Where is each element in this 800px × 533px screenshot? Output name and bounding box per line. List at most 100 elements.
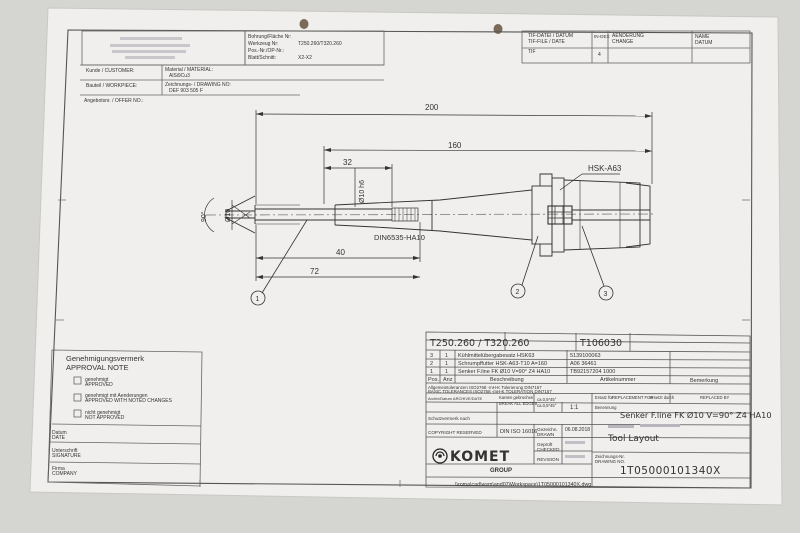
- bom-desc-3: Kühlmittelübergabesatz HSK63: [458, 353, 534, 359]
- bom-art-2: A06 36461: [570, 361, 597, 367]
- drawn-label: DRAWN: [537, 432, 554, 437]
- bom-pos-2: 2: [430, 361, 433, 367]
- angebot-label: Angebotsnr. / OFFER NO.:: [84, 98, 143, 104]
- bauteil-label: Bauteil / WORKPIECE:: [86, 83, 137, 89]
- break-edges-value: ca.0,5*45°: [537, 403, 557, 408]
- svg-text:1: 1: [445, 353, 448, 359]
- break-edges-label: BREAK ALL EDGES: [499, 401, 537, 406]
- approval-title-en: APPROVAL NOTE: [66, 363, 129, 372]
- tif-datei: TIF-DATEI / DATUM: [528, 33, 573, 39]
- bohrung-label: Bohrung/Fläche Nr:: [248, 34, 291, 40]
- tool-number: T250.260 / T320.260: [429, 338, 529, 349]
- approved-label: genehmigt: [85, 377, 109, 383]
- t-number: T106030: [579, 338, 622, 349]
- kunde-label: Kunde / CUSTOMER:: [86, 68, 135, 74]
- approval-title: Genehmigungsvermerk: [66, 354, 144, 363]
- bom-header-pos: Pos.: [428, 377, 439, 383]
- datum-label: DATUM: [695, 40, 712, 46]
- company-label: Firma: [52, 466, 65, 472]
- geprueft-label: Geprüft: [537, 442, 553, 447]
- tool-layout-title: Tool Layout: [607, 434, 659, 444]
- dim-d10: Ø10: [225, 209, 232, 222]
- balloon-1: 1: [256, 296, 260, 303]
- drawing-number: 1T05000101340X: [620, 465, 721, 477]
- approved-changes-label: genehmigt mit Aenderungen: [85, 393, 148, 399]
- arrowheads: [256, 112, 652, 279]
- werkzeug-value: T250.260/T320.260: [298, 41, 342, 47]
- balloon-3-circle: [598, 285, 614, 301]
- komet-logo: KOMET GROUP: [432, 448, 512, 474]
- hsk-label: HSK-A63: [588, 164, 622, 173]
- balloon-2-circle: [510, 283, 526, 299]
- checked-label: CHECKED: [537, 447, 560, 452]
- bom-pos-1: 1: [430, 369, 433, 375]
- dim-160: 160: [448, 141, 462, 150]
- bom-header-bem: Bemerkung: [690, 378, 718, 384]
- ersetzt-label: ersetzt durch: [650, 395, 675, 400]
- replaced-by-label: REPLACED BY: [700, 395, 730, 400]
- kanten-label: Kanten gebrochen: [499, 395, 534, 400]
- svg-text:APPROVED WITH NOTED CHANGES: APPROVED WITH NOTED CHANGES: [85, 398, 173, 404]
- signature-label: Unterschrift: [52, 448, 78, 454]
- bom-art-3: 5139100063: [570, 353, 601, 359]
- file-path: \\roma\cad\wsm\and07\Workspace\1T0500010…: [455, 482, 591, 488]
- center-line: [205, 213, 655, 216]
- name-label: NAME: [695, 34, 710, 40]
- balloon-3: 3: [604, 291, 608, 298]
- scale-value: 1:1: [570, 405, 579, 411]
- revision-block: [521, 30, 751, 64]
- svg-text:NOT APPROVED: NOT APPROVED: [85, 415, 125, 421]
- svg-text:COMPANY: COMPANY: [52, 471, 78, 477]
- dim-72: 72: [310, 267, 319, 276]
- replacement-label: REPLACEMENT FOR: [612, 395, 653, 400]
- tool-assembly: [205, 173, 655, 257]
- material-label: Material / MATERIAL:: [165, 67, 213, 73]
- faded-stamp: [110, 37, 190, 59]
- bom-header-anz: Anz: [443, 377, 453, 383]
- dim-32: 32: [343, 158, 352, 167]
- title-block: [425, 331, 751, 489]
- zeichnungs-value: DEF 903 505 F: [169, 88, 203, 94]
- balloon-2: 2: [516, 289, 520, 296]
- paper-sheet: [29, 7, 783, 506]
- tolerance-en: BASIC TOLERANCES ISO2768 -mH-K TOLERATIO…: [428, 389, 552, 394]
- shrink-chuck-bottom: [334, 224, 533, 241]
- ersatz-label: Ersatz für: [595, 395, 614, 400]
- copyright-label: COPYRIGHT RESERVED: [428, 430, 482, 435]
- index-label: IN-DEX: [594, 34, 610, 39]
- drawing-title: Senker F.line FK Ø10 V=90° Z4 HA10: [620, 410, 772, 420]
- change-label: CHANGE: [612, 39, 634, 45]
- bom-desc-1: Senker F.line FK Ø10 V=90° Z4 HA10: [458, 369, 550, 375]
- werkzeug-label: Werkzeug Nr:: [248, 41, 278, 47]
- zeichnungs-label: Zeichnungs- / DRAWING NO:: [165, 82, 231, 88]
- schutz-label: Schutzvermerk nach: [428, 416, 470, 421]
- din-iso-label: DIN ISO 16016: [500, 429, 537, 435]
- svg-text:1: 1: [445, 361, 448, 367]
- punch-hole-left: [299, 19, 309, 29]
- bom-header-art: Artikelnummer: [600, 377, 636, 383]
- svg-text:APPROVED: APPROVED: [85, 382, 113, 388]
- punch-hole-right: [493, 24, 503, 34]
- aenderung-label: AENDERUNG: [612, 33, 644, 39]
- bom-header-desc: Beschreibung: [490, 377, 524, 383]
- date-label: Datum: [52, 430, 67, 436]
- svg-text:1: 1: [445, 369, 448, 375]
- dim-h6: Ø10 h6: [359, 180, 366, 203]
- revision-label: REVISION: [537, 457, 559, 462]
- index-value: 4: [598, 52, 601, 58]
- countersink-tip: [225, 195, 256, 234]
- tif-label: TIF: [528, 49, 536, 55]
- balloon-1-circle: [250, 290, 266, 306]
- gezeichnet-label: Gezeichn.: [537, 427, 558, 432]
- dim-angle: 90°: [200, 211, 208, 222]
- archive-label: Archiv/Datum ARCHIVE/DATE: [428, 396, 482, 401]
- dim-200: 200: [425, 103, 439, 112]
- dimension-lines: [204, 110, 653, 281]
- tolerance-de: Allgemeintoleranzen ISO2768 -mH-K Toleri…: [428, 385, 542, 390]
- kanten-value: ca.0,5*45°: [537, 397, 557, 402]
- bom-pos-3: 3: [430, 353, 433, 359]
- balloon-leaders: [250, 219, 614, 306]
- komet-logo-icon: [432, 448, 448, 464]
